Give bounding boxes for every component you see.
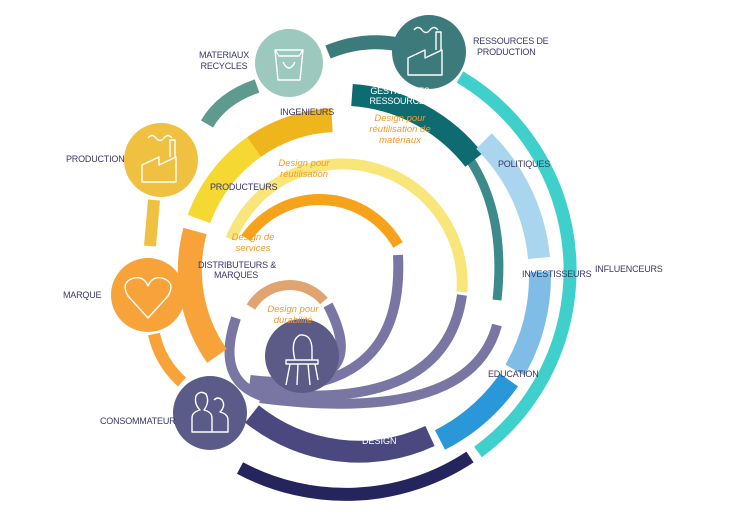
strategy-reutilisation: réutilisation [280,169,328,180]
label-distributeurs: MARQUES [214,270,258,280]
users-icon [191,391,229,433]
strategy-services: services [236,243,271,254]
label-consommateur: CONSOMMATEUR [100,416,176,426]
node-production[interactable] [124,123,198,197]
durabilite-arc [246,280,328,310]
strategy-durabilite: durabilité [274,315,313,326]
factory-icon [141,134,177,183]
node-ressources-production[interactable] [392,15,466,89]
label-materiaux: RECYCLES [201,61,248,71]
label-ingenieurs: INGENIEURS [280,107,334,117]
strategy-materiaux: Design pour [374,113,426,124]
gestion-band [351,84,483,167]
chair-icon [285,334,319,386]
consommateur-to-marque-band [148,332,187,387]
label-production: PRODUCTION [66,154,125,164]
label-distributeurs: DISTRIBUTEURS & [198,260,276,270]
reutilisation-materiaux-arc [225,158,468,293]
tail [224,316,264,401]
strategy-materiaux: réutilisation de [369,124,430,135]
label-ressources: PRODUCTION [477,47,536,57]
distributeurs-band [177,227,227,363]
label-marque: MARQUE [63,290,101,300]
production-to-materiaux-band [200,79,260,128]
materiaux-to-ressources-band [325,35,398,59]
label-design: DESIGN [362,436,397,446]
label-politiques: POLITIQUES [498,159,550,169]
node-marque[interactable] [111,258,185,332]
label-gestion: GESTION DES [370,86,430,96]
marque-to-production-band [144,199,160,247]
label-materiaux: MATERIAUX [199,50,249,60]
node-produit-chaise[interactable] [265,319,339,393]
heart-icon [124,276,172,319]
politiques-band [476,133,550,260]
svg-text:DISTRIBUTEURS &MARQUES: DISTRIBUTEURS &MARQUES [198,260,276,280]
factory-icon [407,26,443,76]
label-gestion: RESSOURCES [369,96,430,106]
label-ressources: RESSOURCES DE [473,36,549,46]
bag-icon [274,49,304,81]
label-influenceurs: INFLUENCEURS [595,264,663,274]
education-band [434,373,519,450]
ingenieurs-band [247,108,333,157]
producteurs-band [187,137,262,224]
design-band [245,405,435,463]
label-education: EDUCATION [488,369,539,379]
label-investisseurs: INVESTISSEURS [522,269,592,279]
strategy-materiaux: matériaux [379,135,422,146]
services-arc [241,194,403,248]
strategy-durabilite: Design pour [267,304,319,315]
node-consommateur[interactable] [173,376,247,450]
tail [259,323,502,409]
label-producteurs: PRODUCTEURS [210,182,278,192]
consumer-to-education-band [236,451,474,501]
tail [254,294,467,401]
influenceurs-band [456,71,577,458]
node-materiaux-recycles[interactable] [255,29,323,97]
investisseurs-band [505,271,552,376]
strategy-reutilisation: Design pour [278,158,330,169]
strategy-services: Design de [232,232,275,243]
